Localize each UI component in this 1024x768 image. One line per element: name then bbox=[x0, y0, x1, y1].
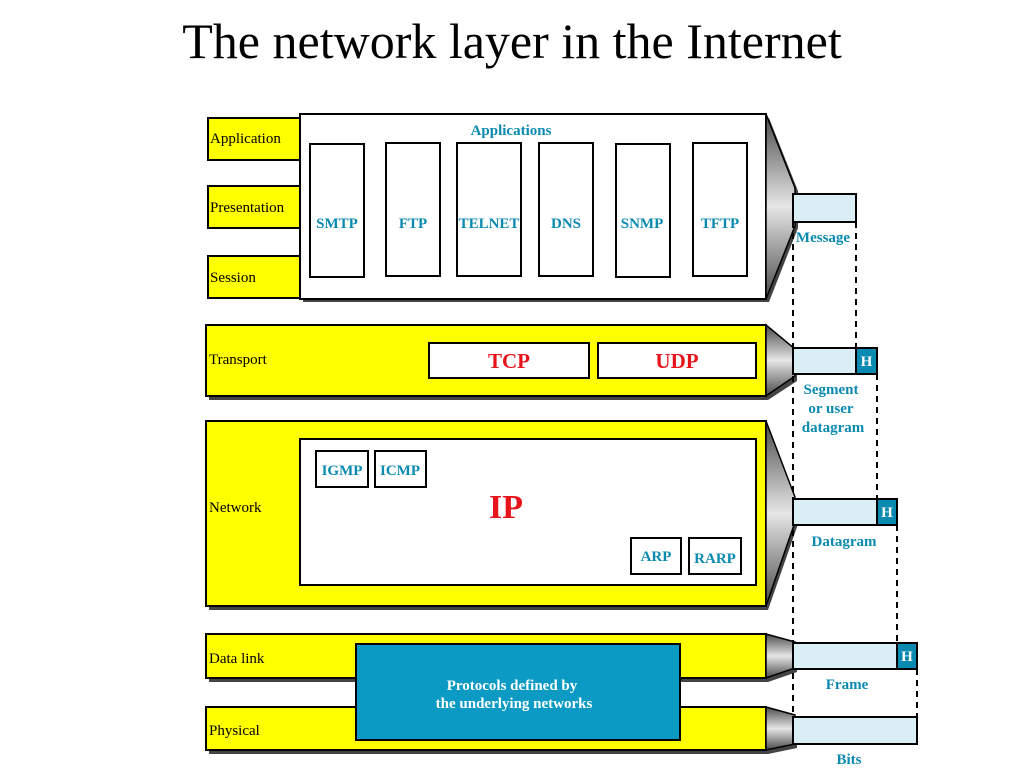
frame-header-label: H bbox=[901, 649, 913, 665]
smtp-box bbox=[309, 143, 365, 278]
segment-header-label: H bbox=[861, 354, 873, 370]
transport-funnel bbox=[765, 323, 796, 398]
network-layer-group: Network IP IGMP ICMP ARP RARP bbox=[205, 420, 797, 610]
segment-unit bbox=[792, 347, 857, 375]
tcp-box bbox=[428, 342, 590, 379]
bits-caption: Bits bbox=[836, 752, 861, 768]
datagram-header bbox=[876, 498, 898, 526]
physical-funnel bbox=[765, 706, 796, 751]
datalink-label: Data link bbox=[209, 651, 265, 667]
frame-unit bbox=[792, 642, 898, 670]
application-label: Application bbox=[210, 131, 281, 147]
data-units-group: Message H Segment or user datagram H Dat… bbox=[792, 193, 918, 768]
tftp-label: TFTP bbox=[701, 216, 739, 232]
underlying-networks-line2: the underlying networks bbox=[436, 696, 593, 712]
datagram-header-label: H bbox=[881, 505, 893, 521]
segment-header bbox=[855, 347, 878, 375]
network-label: Network bbox=[209, 500, 262, 516]
smtp-label: SMTP bbox=[316, 216, 358, 232]
application-layer-group: Application Presentation Session Applica… bbox=[207, 113, 798, 302]
transport-label: Transport bbox=[209, 352, 268, 368]
telnet-label: TELNET bbox=[459, 216, 520, 232]
arp-box bbox=[630, 537, 682, 575]
icmp-label: ICMP bbox=[380, 463, 420, 479]
physical-label: Physical bbox=[209, 723, 260, 739]
snmp-label: SNMP bbox=[621, 216, 664, 232]
network-funnel bbox=[765, 420, 796, 607]
presentation-label: Presentation bbox=[210, 200, 285, 216]
message-unit bbox=[792, 193, 857, 223]
rarp-label: RARP bbox=[694, 551, 736, 567]
tcp-label: TCP bbox=[488, 349, 530, 373]
ftp-box bbox=[385, 142, 441, 277]
dashed-guides bbox=[792, 222, 918, 718]
underlying-networks-group: Protocols defined by the underlying netw… bbox=[355, 643, 681, 741]
igmp-box bbox=[315, 450, 369, 488]
applications-heading: Applications bbox=[471, 123, 552, 139]
arp-label: ARP bbox=[641, 549, 672, 565]
applications-funnel bbox=[765, 113, 796, 300]
message-caption: Message bbox=[796, 230, 850, 246]
dns-label: DNS bbox=[551, 216, 581, 232]
datagram-unit bbox=[792, 498, 878, 526]
frame-caption: Frame bbox=[826, 677, 869, 693]
underlying-networks-line1: Protocols defined by bbox=[447, 678, 578, 694]
rarp-box bbox=[688, 537, 742, 575]
datagram-caption: Datagram bbox=[812, 534, 877, 550]
applications-box bbox=[299, 113, 767, 300]
igmp-label: IGMP bbox=[322, 463, 363, 479]
telnet-box bbox=[456, 142, 522, 277]
bits-unit bbox=[792, 716, 918, 745]
app-protocol-boxes: SMTP FTP TELNET DNS SNMP TFTP bbox=[309, 142, 748, 278]
udp-label: UDP bbox=[655, 349, 698, 373]
page-title: The network layer in the Internet bbox=[182, 13, 842, 69]
ip-label: IP bbox=[489, 489, 523, 526]
session-label: Session bbox=[210, 270, 256, 286]
udp-box bbox=[597, 342, 757, 379]
snmp-box bbox=[615, 143, 671, 278]
icmp-box bbox=[374, 450, 427, 488]
segment-caption-line3: datagram bbox=[802, 420, 865, 436]
segment-caption-line2: or user bbox=[808, 401, 853, 417]
underlying-networks-box bbox=[355, 643, 681, 741]
dns-box bbox=[538, 142, 594, 277]
transport-layer-group: Transport TCP UDP bbox=[205, 323, 797, 400]
frame-header bbox=[896, 642, 918, 670]
tftp-box bbox=[692, 142, 748, 277]
application-label-box bbox=[207, 117, 301, 161]
ftp-label: FTP bbox=[399, 216, 427, 232]
presentation-label-box bbox=[207, 185, 301, 229]
session-label-box bbox=[207, 255, 301, 299]
segment-caption-line1: Segment bbox=[804, 382, 859, 398]
